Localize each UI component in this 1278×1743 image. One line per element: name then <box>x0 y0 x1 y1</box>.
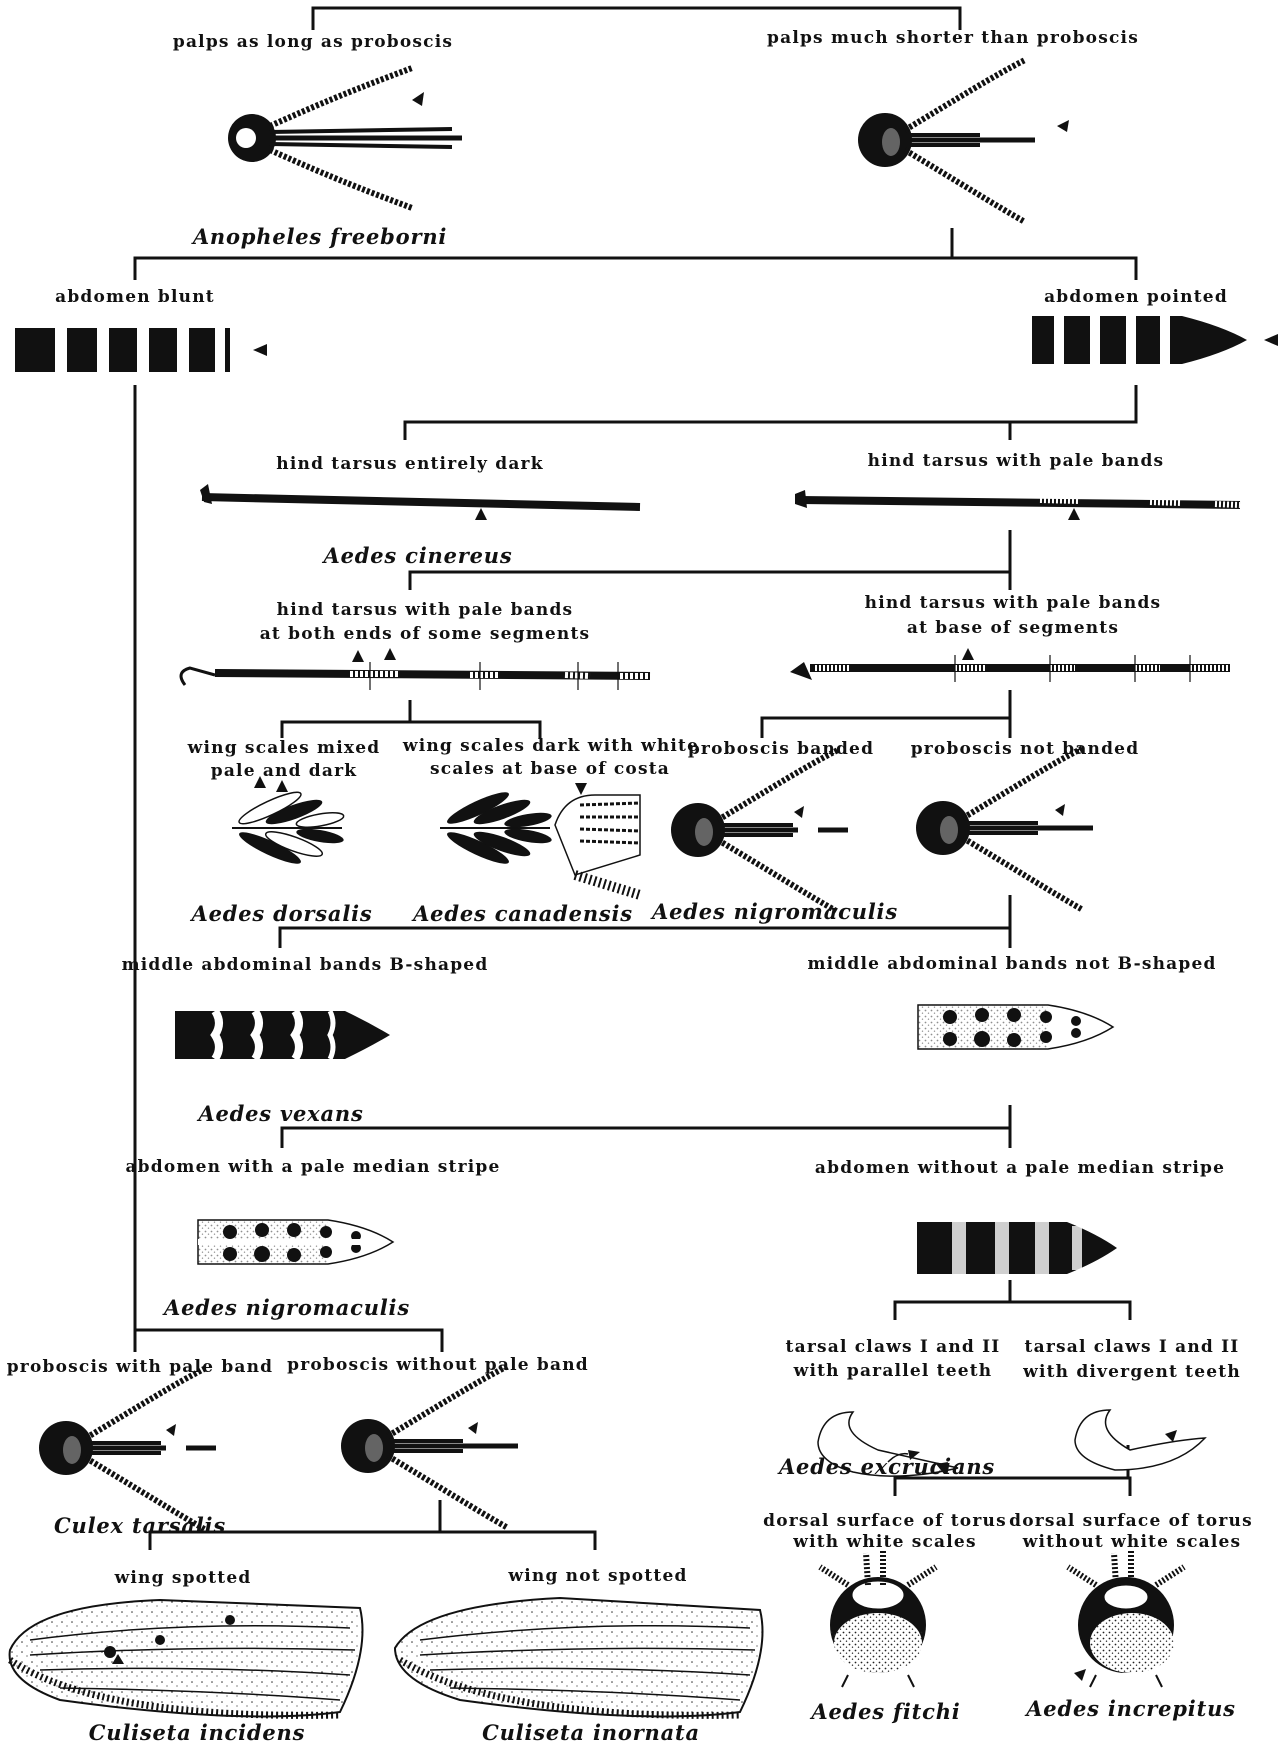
proboscis-banded-label: proboscis banded <box>688 739 874 759</box>
wing-spotted-label: wing spotted <box>114 1568 252 1588</box>
wing-not-spotted-illustration <box>395 1598 763 1716</box>
claws-parallel-label-2: with parallel teeth <box>793 1361 993 1381</box>
tarsus-pale-illustration <box>795 490 1240 520</box>
claws-divergent-label-2: with divergent teeth <box>1022 1362 1241 1382</box>
species-aedes-excrucians: Aedes excrucians <box>777 1454 995 1479</box>
proboscis-pale-band-label: proboscis with pale band <box>7 1357 274 1377</box>
b-shaped-label: middle abdominal bands B-shaped <box>122 955 489 975</box>
torus-no-white-label-2: without white scales <box>1022 1532 1242 1552</box>
proboscis-not-banded-head-illustration <box>916 748 1093 910</box>
no-median-stripe-label: abdomen without a pale median stripe <box>815 1158 1225 1178</box>
anopheles-head-illustration <box>228 68 462 208</box>
palps-short-label: palps much shorter than proboscis <box>767 28 1139 48</box>
torus-no-white-label-1: dorsal surface of torus <box>1009 1511 1253 1531</box>
abdomen-blunt-illustration <box>15 328 267 372</box>
culicine-head-illustration <box>858 60 1069 222</box>
abdomen-blunt-label: abdomen blunt <box>55 287 215 307</box>
species-anopheles-freeborni: Anopheles freeborni <box>191 224 447 249</box>
bands-base-label-2: at base of segments <box>907 618 1119 638</box>
b-shaped-abdomen-illustration <box>175 1011 390 1059</box>
tarsus-dark-illustration <box>200 484 640 520</box>
species-culiseta-inornata: Culiseta inornata <box>482 1720 700 1743</box>
not-b-shaped-abdomen-illustration <box>918 1005 1113 1049</box>
not-b-shaped-label: middle abdominal bands not B-shaped <box>807 954 1216 974</box>
species-culiseta-incidens: Culiseta incidens <box>89 1720 305 1743</box>
proboscis-no-pale-band-label: proboscis without pale band <box>287 1355 589 1375</box>
bands-both-ends-label-1: hind tarsus with pale bands <box>277 600 574 620</box>
bands-both-ends-label-2: at both ends of some segments <box>260 624 591 644</box>
abdomen-pointed-illustration <box>1032 316 1278 364</box>
culiseta-head-illustration <box>341 1366 518 1528</box>
tarsus-pale-label: hind tarsus with pale bands <box>868 451 1165 471</box>
proboscis-banded-head-illustration <box>671 750 848 912</box>
wing-not-spotted-label: wing not spotted <box>507 1566 687 1586</box>
species-aedes-nigromaculis-2: Aedes nigromaculis <box>162 1295 410 1320</box>
species-aedes-vexans: Aedes vexans <box>196 1101 363 1126</box>
wing-mixed-label-2: pale and dark <box>211 761 358 781</box>
abdomen-pointed-label: abdomen pointed <box>1044 287 1228 307</box>
median-stripe-label: abdomen with a pale median stripe <box>125 1157 500 1177</box>
wing-scales-mixed-illustration <box>232 776 345 869</box>
wing-mixed-label-1: wing scales mixed <box>187 738 381 758</box>
torus-no-white-scales-illustration <box>1068 1551 1184 1687</box>
no-median-stripe-abdomen-illustration <box>917 1222 1117 1274</box>
culex-tarsalis-head-illustration <box>39 1368 216 1530</box>
torus-white-scales-illustration <box>820 1551 936 1687</box>
palps-long-label: palps as long as proboscis <box>173 32 453 52</box>
wing-dark-label-1: wing scales dark with white <box>402 736 699 756</box>
species-aedes-fitchi: Aedes fitchi <box>809 1699 960 1724</box>
tarsus-both-ends-illustration <box>181 648 650 690</box>
tarsus-base-illustration <box>790 648 1230 682</box>
species-aedes-cinereus: Aedes cinereus <box>322 543 513 568</box>
wing-scales-dark-illustration <box>440 787 553 868</box>
wing-dark-label-2: scales at base of costa <box>430 759 670 779</box>
torus-white-label-2: with white scales <box>792 1532 976 1552</box>
bands-base-label-1: hind tarsus with pale bands <box>865 593 1162 613</box>
claws-divergent-illustration <box>1075 1410 1205 1470</box>
species-aedes-increpitus: Aedes increpitus <box>1024 1696 1236 1721</box>
claws-divergent-label-1: tarsal claws I and II <box>1025 1337 1240 1357</box>
species-aedes-canadensis: Aedes canadensis <box>411 901 633 926</box>
median-stripe-abdomen-illustration <box>198 1220 393 1264</box>
species-aedes-dorsalis: Aedes dorsalis <box>190 901 373 926</box>
species-aedes-nigromaculis-1: Aedes nigromaculis <box>650 899 898 924</box>
proboscis-not-banded-label: proboscis not banded <box>911 739 1140 759</box>
wing-spotted-illustration <box>10 1600 363 1716</box>
claws-parallel-label-1: tarsal claws I and II <box>786 1337 1001 1357</box>
costa-scales-illustration <box>555 783 640 895</box>
tarsus-dark-label: hind tarsus entirely dark <box>276 454 543 474</box>
torus-white-label-1: dorsal surface of torus <box>763 1511 1007 1531</box>
species-culex-tarsalis: Culex tarsalis <box>54 1513 226 1538</box>
